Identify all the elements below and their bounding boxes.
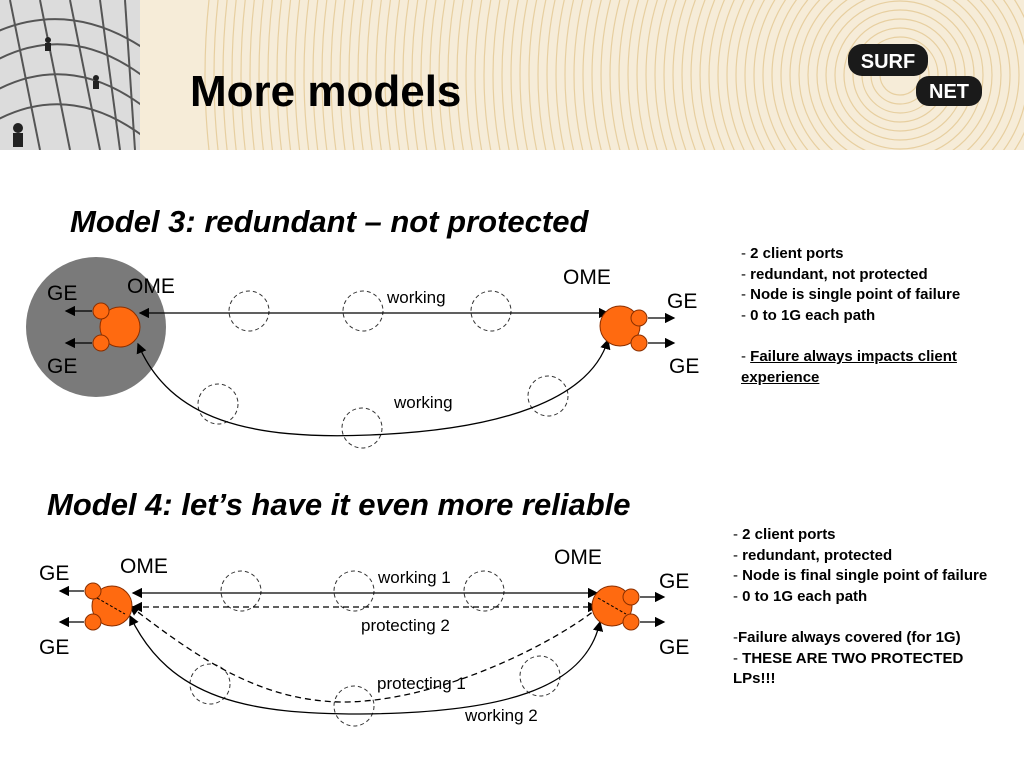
ge-label: GE (47, 355, 77, 378)
path-label: working 1 (377, 568, 451, 587)
failure-point-highlight (26, 257, 166, 397)
note-bullet: - (741, 245, 751, 262)
note-text: Failure always covered (for 1G) (738, 628, 961, 646)
model4-ome-left (58, 582, 133, 631)
model3-heading: Model 3: redundant – not protected (70, 204, 589, 239)
header-photo (0, 0, 140, 150)
ge-label: GE (47, 282, 77, 305)
note-text: 0 to 1G each path (742, 587, 868, 605)
model4-diagram: GE GE OME OME GE GE working 1 protecting… (39, 546, 689, 727)
note-text: Node is single point of failure (750, 286, 961, 304)
model4-ome-right (591, 585, 666, 631)
model3-working-path-bottom (136, 338, 611, 437)
header-banner: More models SURF NET (0, 0, 1024, 150)
note-item: - Failure always impacts client experien… (741, 347, 1011, 388)
ge-label: GE (669, 355, 699, 378)
logo-text-surf: SURF (861, 51, 915, 73)
page-title: More models (190, 67, 462, 116)
note-item: -Failure always covered (for 1G) (733, 628, 1003, 649)
ge-label: GE (659, 570, 689, 593)
path-label: working (386, 288, 446, 307)
note-bullet: - (741, 306, 751, 324)
ome-label: OME (127, 275, 175, 298)
note-text: redundant, not protected (750, 265, 928, 283)
model3-ome-right (599, 305, 676, 352)
path-label: working (393, 393, 453, 412)
note-bullet: - (733, 628, 738, 646)
model4-network-nodes (189, 570, 561, 727)
note-item: - 2 client ports (741, 244, 1011, 265)
note-bullet: - (733, 649, 743, 667)
note-text: 2 client ports (742, 526, 836, 543)
note-item: - redundant, protected (733, 546, 1003, 567)
model4-working2-path (129, 614, 604, 715)
note-item: - 2 client ports (733, 525, 1003, 546)
note-text: Failure always impacts client experience (741, 347, 957, 386)
model4-notes: - 2 client ports- redundant, protected- … (733, 525, 1003, 690)
ome-label: OME (563, 266, 611, 289)
model3-diagram: GE GE OME OME GE GE working working (26, 257, 699, 449)
notes-spacer (741, 326, 1011, 347)
note-item: - 0 to 1G each path (733, 587, 1003, 608)
ge-label: GE (667, 290, 697, 313)
model4-heading: Model 4: let’s have it even more reliabl… (47, 487, 631, 522)
note-bullet: - (733, 526, 743, 543)
model4-protecting1-path (128, 605, 601, 703)
logo-text-net: NET (929, 81, 969, 103)
note-bullet: - (741, 265, 751, 283)
note-item: - Node is single point of failure (741, 285, 1011, 306)
ge-label: GE (39, 636, 69, 659)
ome-label: OME (554, 546, 602, 569)
note-item: - 0 to 1G each path (741, 306, 1011, 327)
note-bullet: - (733, 567, 743, 585)
note-bullet: - (733, 546, 743, 564)
note-text: redundant, protected (742, 546, 893, 564)
note-text: 2 client ports (750, 245, 844, 262)
ge-label: GE (39, 562, 69, 585)
path-label: working 2 (464, 706, 538, 725)
ome-label: OME (120, 555, 168, 578)
note-item: - THESE ARE TWO PROTECTED LPs!!! (733, 649, 1003, 690)
model3-ome-left (64, 302, 141, 352)
note-text: THESE ARE TWO PROTECTED LPs!!! (733, 649, 964, 688)
ge-label: GE (659, 636, 689, 659)
note-text: Node is final single point of failure (742, 567, 988, 585)
surfnet-logo: SURF NET (848, 44, 982, 106)
model3-notes: - 2 client ports- redundant, not protect… (741, 244, 1011, 388)
notes-spacer (733, 607, 1003, 628)
note-bullet: - (741, 286, 751, 304)
decorative-rings (204, 0, 1024, 150)
note-item: - redundant, not protected (741, 265, 1011, 286)
model3-network-nodes (197, 290, 569, 449)
note-bullet: - (741, 347, 751, 365)
path-label: protecting 1 (377, 674, 466, 693)
note-bullet: - (733, 587, 743, 605)
path-label: protecting 2 (361, 616, 450, 635)
note-text: 0 to 1G each path (750, 306, 876, 324)
note-item: - Node is final single point of failure (733, 566, 1003, 587)
